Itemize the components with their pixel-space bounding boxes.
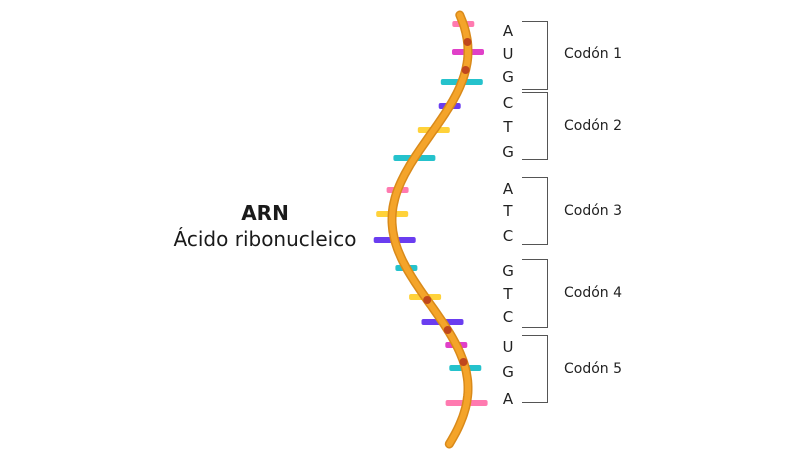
base-letter: G <box>502 363 514 381</box>
molecule-caption: ARN Ácido ribonucleico <box>150 200 380 252</box>
base-letter: T <box>503 202 513 220</box>
base-letter: G <box>502 262 514 280</box>
codon-label: Codón 4 <box>564 285 623 301</box>
helix-ribbon <box>389 12 472 447</box>
caption-title: ARN <box>241 201 289 225</box>
helix-bead <box>423 296 432 304</box>
base-letter: A <box>502 22 514 40</box>
base-letter: U <box>502 338 514 356</box>
helix-bead <box>459 358 468 366</box>
helix-bead <box>463 38 472 46</box>
base-letter: C <box>502 94 514 112</box>
codon-bracket <box>522 92 548 160</box>
codon-bracket <box>522 177 548 245</box>
codon-label: Codón 1 <box>564 46 623 62</box>
codon-bracket <box>522 335 548 403</box>
base-letter: G <box>502 68 514 86</box>
helix-bead <box>461 66 470 74</box>
helix-bead <box>443 326 452 334</box>
base-letter: A <box>502 390 514 408</box>
codon-bracket <box>522 259 548 328</box>
base-letter: T <box>503 285 513 303</box>
codon-label: Codón 2 <box>564 118 623 134</box>
codon-bracket <box>522 21 548 90</box>
base-letter: C <box>502 227 514 245</box>
codon-label: Codón 3 <box>564 203 623 219</box>
base-letter: U <box>502 45 514 63</box>
base-letter: A <box>502 180 514 198</box>
codon-label: Codón 5 <box>564 361 623 377</box>
caption-subtitle: Ácido ribonucleico <box>173 227 357 251</box>
base-letter: C <box>502 308 514 326</box>
base-letter: G <box>502 143 514 161</box>
base-letter: T <box>503 118 513 136</box>
